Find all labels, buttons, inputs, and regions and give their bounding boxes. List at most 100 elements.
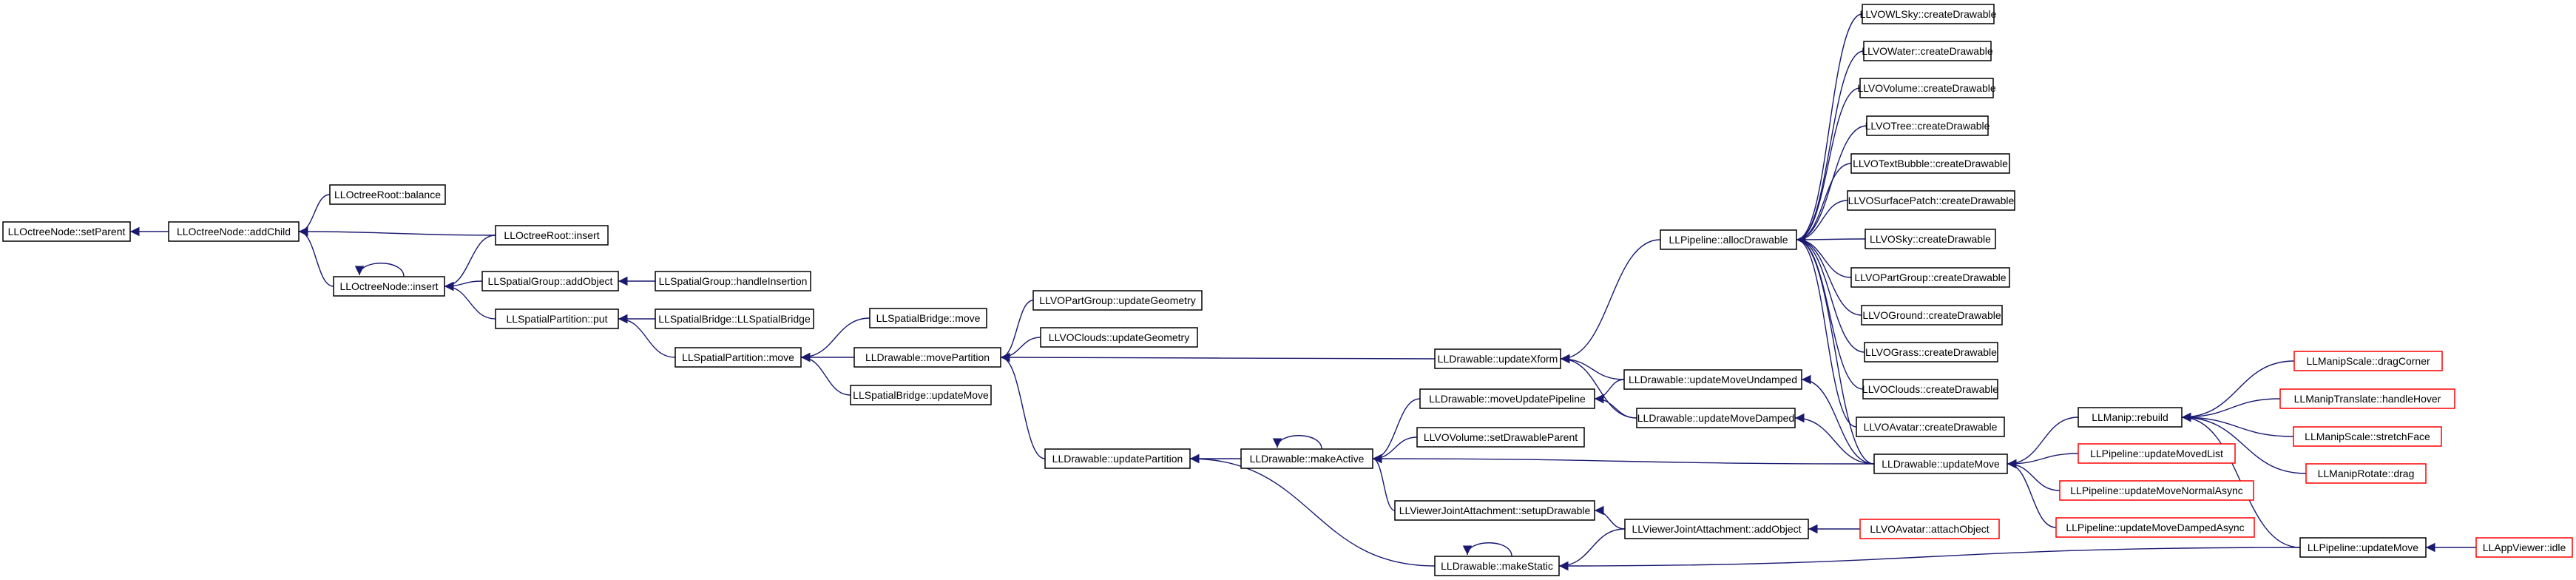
node-llspatialgroup-handleinsertion[interactable]: LLSpatialGroup::handleInsertion	[655, 271, 811, 291]
node-label: LLVOTree::createDrawable	[1865, 120, 1990, 132]
node-lldrawable-makestatic[interactable]: LLDrawable::makeStatic	[1434, 556, 1560, 576]
node-llspatialbridge-updatemove[interactable]: LLSpatialBridge::updateMove	[850, 385, 992, 405]
node-llpipeline-updatemovenormalasync[interactable]: LLPipeline::updateMoveNormalAsync	[2059, 480, 2254, 501]
node-box	[1434, 348, 1561, 369]
node-llappviewer-idle[interactable]: LLAppViewer::idle	[2475, 537, 2573, 558]
node-llvoground-createdrawable[interactable]: LLVOGround::createDrawable	[1861, 305, 2003, 326]
node-lldrawable-movepartition[interactable]: LLDrawable::movePartition	[853, 347, 1001, 368]
node-box	[495, 308, 619, 329]
node-lloctreenode-insert[interactable]: LLOctreeNode::insert	[333, 276, 445, 297]
node-llmaniptranslate-handlehover[interactable]: LLManipTranslate::handleHover	[2279, 388, 2455, 409]
edge-n19-n16	[1372, 436, 1418, 464]
edge-n25-n20	[1594, 505, 1626, 530]
edge-n25-n21	[1558, 528, 1626, 571]
node-box	[1861, 305, 2003, 326]
node-label: LLManip::rebuild	[2092, 411, 2168, 423]
node-label: LLSpatialBridge::LLSpatialBridge	[658, 313, 811, 325]
node-lldrawable-updatexform[interactable]: LLDrawable::updateXform	[1434, 348, 1561, 369]
node-lldrawable-updatemove[interactable]: LLDrawable::updateMove	[1873, 453, 2008, 474]
node-llpipeline-updatemovedlist[interactable]: LLPipeline::updateMovedList	[2078, 443, 2236, 464]
node-lloctreeroot-balance[interactable]: LLOctreeRoot::balance	[329, 184, 446, 205]
node-label: LLViewerJointAttachment::setupDrawable	[1399, 505, 1591, 516]
node-box	[1856, 417, 2005, 437]
node-llspatialgroup-addobject[interactable]: LLSpatialGroup::addObject	[481, 271, 619, 291]
edge-n47-n40	[2181, 412, 2307, 474]
edge-n45-n40	[2181, 398, 2281, 422]
node-box	[1847, 190, 2015, 211]
node-box	[850, 385, 992, 405]
edge-n12-n9	[800, 352, 851, 396]
edge-n4-n1	[298, 226, 496, 237]
node-llvograss-createdrawable[interactable]: LLVOGrass::createDrawable	[1864, 342, 1998, 362]
node-llvovolume-createdrawable[interactable]: LLVOVolume::createDrawable	[1857, 78, 1996, 98]
node-label: LLDrawable::updateMove	[1882, 458, 2000, 470]
edge-n35-n22	[1796, 235, 1862, 316]
node-llvosurfacepatch-createdrawable[interactable]: LLVOSurfacePatch::createDrawable	[1847, 190, 2015, 211]
node-llmanipscale-dragcorner[interactable]: LLManipScale::dragCorner	[2293, 351, 2443, 371]
node-box	[481, 271, 619, 291]
node-llvotree-createdrawable[interactable]: LLVOTree::createDrawable	[1865, 115, 1990, 136]
node-label: LLVOGrass::createDrawable	[1865, 346, 1997, 358]
edge-n39-n16	[1372, 453, 1875, 465]
node-box	[1862, 4, 1995, 24]
node-llmanip-rebuild[interactable]: LLManip::rebuild	[2078, 407, 2183, 428]
edge-n10-n9	[800, 317, 871, 362]
node-llviewerjointattachment-addobject[interactable]: LLViewerJointAttachment::addObject	[1624, 519, 1809, 539]
node-lldrawable-makeactive[interactable]: LLDrawable::makeActive	[1240, 448, 1373, 469]
node-box	[853, 347, 1001, 368]
edge-n7-n3	[444, 281, 496, 320]
node-llmaniprotate-drag[interactable]: LLManipRotate::drag	[2305, 463, 2427, 484]
edge-n24-n18	[1594, 394, 1637, 419]
node-llvopartgroup-createdrawable[interactable]: LLVOPartGroup::createDrawable	[1850, 267, 2010, 288]
node-lloctreenode-setparent[interactable]: LLOctreeNode::setParent	[2, 221, 131, 242]
node-llvopartgroup-updategeometry[interactable]: LLVOPartGroup::updateGeometry	[1032, 290, 1203, 311]
node-box	[1623, 369, 1802, 390]
node-llpipeline-updatemovedampedasync[interactable]: LLPipeline::updateMoveDampedAsync	[2055, 517, 2255, 538]
node-lldrawable-updatemoveundamped[interactable]: LLDrawable::updateMoveUndamped	[1623, 369, 1802, 390]
node-lldrawable-updatemovedamped[interactable]: LLDrawable::updateMoveDamped	[1636, 408, 1796, 428]
node-label: LLPipeline::updateMoveNormalAsync	[2070, 485, 2242, 496]
edges-layer	[130, 13, 2477, 571]
node-lldrawable-updatepartition[interactable]: LLDrawable::updatePartition	[1044, 448, 1191, 469]
edge-n22-n17	[1560, 239, 1661, 364]
node-lloctreeroot-insert[interactable]: LLOctreeRoot::insert	[495, 225, 609, 246]
node-lldrawable-moveupdatepipeline[interactable]: LLDrawable::moveUpdatePipeline	[1419, 388, 1595, 409]
node-box	[1864, 342, 1998, 362]
node-llvovolume-setdrawableparent[interactable]: LLVOVolume::setDrawableParent	[1416, 427, 1585, 448]
node-box	[1873, 453, 2008, 474]
node-box	[2293, 426, 2442, 447]
node-llspatialpartition-move[interactable]: LLSpatialPartition::move	[675, 347, 802, 368]
node-llpipeline-updatemove[interactable]: LLPipeline::updateMove	[2299, 537, 2427, 558]
node-llvowater-createdrawable[interactable]: LLVOWater::createDrawable	[1862, 41, 1993, 61]
node-llspatialpartition-put[interactable]: LLSpatialPartition::put	[495, 308, 619, 329]
edge-n42-n39	[2007, 459, 2061, 491]
node-box	[1240, 448, 1373, 469]
node-llvoclouds-createdrawable[interactable]: LLVOClouds::createDrawable	[1862, 379, 1998, 399]
node-llvosky-createdrawable[interactable]: LLVOSky::createDrawable	[1865, 229, 1996, 249]
node-llmanipscale-stretchface[interactable]: LLManipScale::stretchFace	[2293, 426, 2442, 447]
node-label: LLDrawable::movePartition	[865, 351, 990, 363]
edge-n44-n40	[2181, 360, 2295, 422]
node-llvoclouds-updategeometry[interactable]: LLVOClouds::updateGeometry	[1040, 327, 1198, 348]
node-label: LLDrawable::updatePartition	[1052, 453, 1183, 465]
node-lloctreenode-addchild[interactable]: LLOctreeNode::addChild	[168, 221, 300, 242]
node-label: LLDrawable::updateMoveDamped	[1637, 412, 1794, 424]
edge-n36-n22	[1796, 235, 1865, 353]
node-llvotextbubble-createdrawable[interactable]: LLVOTextBubble::createDrawable	[1850, 153, 2010, 174]
edge-n20-n16	[1372, 453, 1396, 511]
node-label: LLVOSurfacePatch::createDrawable	[1848, 195, 2015, 206]
node-llviewerjointattachment-setupdrawable[interactable]: LLViewerJointAttachment::setupDrawable	[1394, 500, 1595, 521]
node-llpipeline-allocdrawable[interactable]: LLPipeline::allocDrawable	[1660, 229, 1797, 250]
node-box	[2279, 388, 2455, 409]
node-box	[1862, 379, 1998, 399]
node-llspatialbridge-move[interactable]: LLSpatialBridge::move	[869, 308, 987, 328]
node-llvoavatar-createdrawable[interactable]: LLVOAvatar::createDrawable	[1856, 417, 2005, 437]
nodes-layer: LLOctreeNode::setParent LLOctreeNode::add…	[2, 4, 2573, 576]
node-label: LLVOTextBubble::createDrawable	[1853, 158, 2008, 169]
node-llvowlsky-createdrawable[interactable]: LLVOWLSky::createDrawable	[1860, 4, 1997, 24]
node-llspatialbridge-llspatialbridge[interactable]: LLSpatialBridge::LLSpatialBridge	[655, 308, 814, 329]
node-llvoavatar-attachobject[interactable]: LLVOAvatar::attachObject	[1859, 519, 2000, 539]
node-label: LLPipeline::updateMove	[2308, 542, 2418, 553]
node-label: LLManipScale::dragCorner	[2306, 355, 2430, 367]
